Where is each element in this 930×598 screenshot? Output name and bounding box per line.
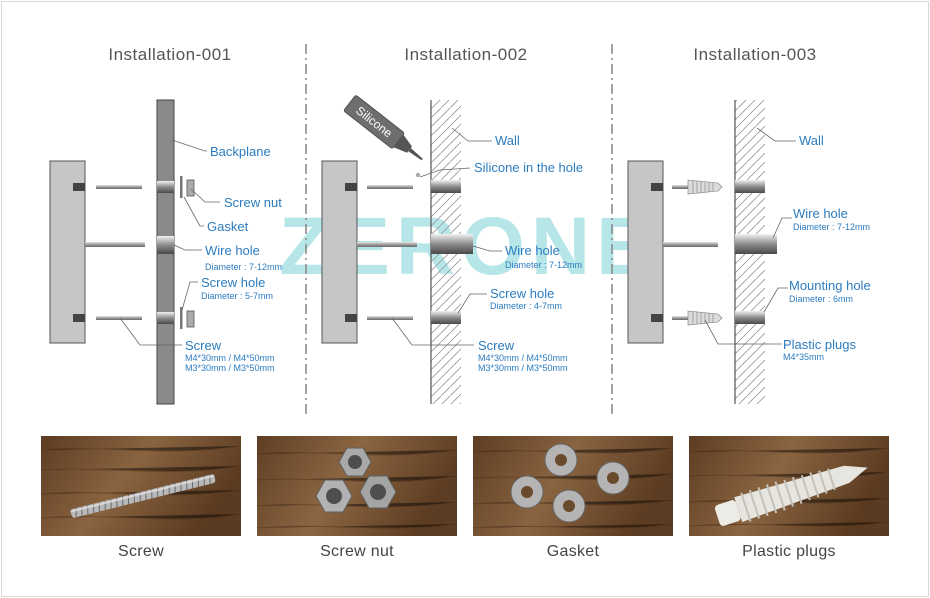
label-screw-spec: M4*30mm / M4*50mm (185, 353, 275, 363)
screw-nut (186, 179, 195, 197)
label-screw-spec: M4*30mm / M4*50mm (478, 353, 568, 363)
screw (96, 185, 142, 189)
sign-body (321, 160, 358, 344)
gasket (180, 307, 183, 329)
installation-001-panel: Backplane Screw nut Gasket Wire hole Dia… (49, 99, 282, 405)
label-wire-hole: Wire hole (505, 243, 560, 258)
label-plastic-plugs: Plastic plugs (783, 337, 856, 352)
wall-plug-photo (689, 436, 889, 536)
label-plastic-plugs-spec: M4*35mm (783, 352, 824, 362)
wire (663, 242, 718, 247)
panel-title: Installation-001 (108, 45, 231, 64)
silicone-tube-icon: Silicone (343, 95, 423, 161)
sign-body (627, 160, 664, 344)
label-screw-spec: M3*30mm / M3*50mm (185, 363, 275, 373)
label-gasket: Gasket (207, 219, 249, 234)
label-mounting-hole: Mounting hole (789, 278, 871, 293)
label-wire-hole-diameter: Diameter : 7-12mm (205, 262, 282, 272)
panel-title: Installation-003 (693, 45, 816, 64)
mounting-hole (735, 180, 765, 193)
photo-caption-screw-nut: Screw nut (320, 543, 394, 560)
label-screw-hole-diameter: Diameter : 4-7mm (490, 301, 562, 311)
label-screw-hole: Screw hole (490, 286, 554, 301)
label-screw-spec: M3*30mm / M3*50mm (478, 363, 568, 373)
plastic-plug-icon (672, 310, 723, 326)
screw-hole (431, 180, 461, 193)
photo-caption-plastic-plugs: Plastic plugs (742, 543, 836, 560)
label-wire-hole: Wire hole (793, 206, 848, 221)
label-wire-hole: Wire hole (205, 243, 260, 258)
plastic-plug-icon (672, 179, 723, 195)
screw-photo (41, 436, 241, 536)
screw-hole (431, 311, 461, 324)
wire-hole (431, 234, 473, 254)
screw (367, 185, 413, 189)
label-screw-hole-diameter: Diameter : 5-7mm (201, 291, 273, 301)
screw-nut (186, 310, 195, 328)
panel-title: Installation-002 (404, 45, 527, 64)
washer-photo (473, 436, 673, 536)
wire (357, 242, 417, 247)
screw (96, 316, 142, 320)
wire-hole (735, 234, 777, 254)
label-wall: Wall (799, 133, 824, 148)
photo-caption-gasket: Gasket (546, 543, 600, 560)
installation-003-panel: Wall Wire hole Diameter : 7-12mm Mountin… (627, 100, 871, 404)
label-silicone-in-hole: Silicone in the hole (474, 160, 583, 175)
photo-caption-screw: Screw (118, 543, 164, 560)
mounting-hole (735, 311, 765, 324)
label-screw-hole: Screw hole (201, 275, 265, 290)
label-screw: Screw (185, 338, 222, 353)
label-screw-nut: Screw nut (224, 195, 282, 210)
wire (85, 242, 145, 247)
hex-nut-photo (257, 436, 457, 536)
label-screw: Screw (478, 338, 515, 353)
label-mounting-hole-diameter: Diameter : 6mm (789, 294, 853, 304)
label-wire-hole-diameter: Diameter : 7-12mm (505, 260, 582, 270)
screw (367, 316, 413, 320)
installation-002-panel: Silicone Wall Silicone in the hole Wire … (321, 95, 583, 404)
label-wire-hole-diameter: Diameter : 7-12mm (793, 222, 870, 232)
sign-body (49, 160, 86, 344)
gasket (180, 176, 183, 198)
label-wall: Wall (495, 133, 520, 148)
label-backplane: Backplane (210, 144, 271, 159)
